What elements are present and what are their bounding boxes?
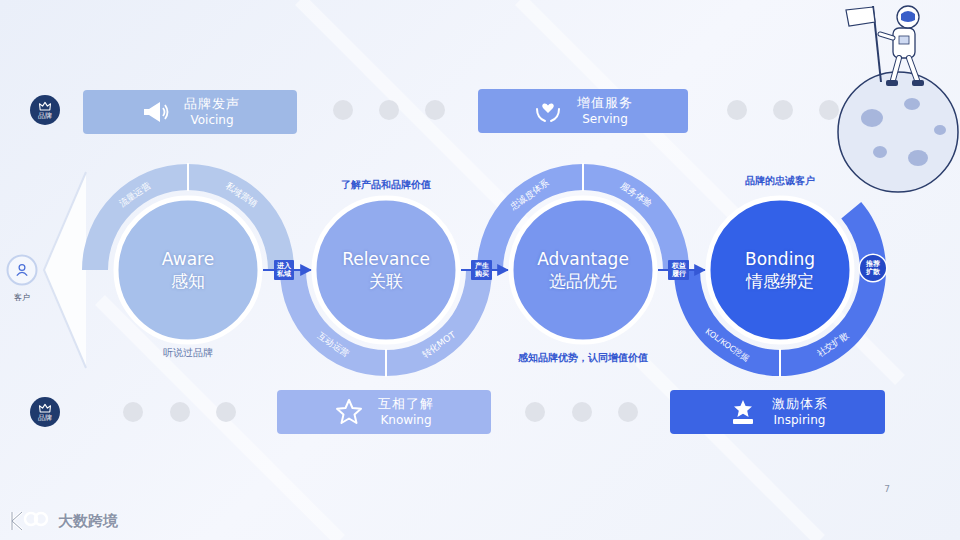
box-icon	[334, 397, 364, 427]
edge-label: 进入私域	[274, 260, 294, 280]
stage-name-zh: 感知	[171, 270, 205, 292]
stage-name-zh: 关联	[369, 270, 403, 292]
edge-label: 产生购买	[471, 260, 491, 280]
circle-outline	[705, 195, 855, 345]
box-text-column: 互相了解Knowing	[378, 396, 434, 427]
customer-icon: 客户	[6, 254, 38, 286]
stage-name-zh: 情感绑定	[746, 270, 814, 292]
box-title: 增值服务	[577, 95, 633, 111]
stage-note: 了解产品和品牌价值	[341, 178, 431, 192]
circle-outline	[113, 195, 263, 345]
box-title: 品牌发声	[184, 96, 240, 112]
journey-ring	[82, 163, 886, 377]
stage-box: 品牌发声Voicing	[83, 90, 297, 134]
circle-outline	[30, 397, 60, 427]
left-chevron	[44, 172, 86, 368]
box-icon	[728, 397, 758, 427]
astronaut-illustration	[838, 6, 958, 192]
circle-outline	[311, 195, 461, 345]
watermark-logo	[12, 512, 47, 530]
tab-text: 推荐扩散	[866, 260, 880, 276]
journey-circle: Bonding情感绑定	[705, 195, 855, 345]
journey-circle: Relevance关联	[311, 195, 461, 345]
box-subtitle: Voicing	[190, 113, 233, 128]
page-number: 7	[884, 484, 890, 494]
box-subtitle: Knowing	[380, 413, 431, 428]
crown-icon	[38, 403, 52, 414]
brand-badge: 品牌	[30, 95, 60, 125]
box-text-column: 增值服务Serving	[577, 95, 633, 126]
journey-circle: Aware感知	[113, 195, 263, 345]
stage-name-en: Relevance	[342, 248, 430, 270]
brand-badge: 品牌	[30, 397, 60, 427]
badge-text: 品牌	[38, 113, 52, 120]
box-title: 激励体系	[772, 396, 828, 412]
box-text-column: 品牌发声Voicing	[184, 96, 240, 127]
stage-name-en: Aware	[162, 248, 214, 270]
box-icon	[533, 96, 563, 126]
left-chevron-edge	[44, 172, 86, 368]
journey-circle: Advantage选品优先	[508, 195, 658, 345]
box-subtitle: Inspiring	[774, 413, 826, 428]
badge-text: 品牌	[38, 415, 52, 422]
stage-box: 激励体系Inspiring	[670, 390, 885, 434]
box-icon	[140, 97, 170, 127]
circle-outline	[508, 195, 658, 345]
circle-outline	[30, 95, 60, 125]
crown-icon	[38, 101, 52, 112]
customer-label: 客户	[14, 292, 30, 303]
box-subtitle: Serving	[582, 112, 628, 127]
box-text-column: 激励体系Inspiring	[772, 396, 828, 427]
stage-name-en: Bonding	[745, 248, 815, 270]
edge-label: 权益履行	[668, 260, 688, 280]
stage-box: 增值服务Serving	[478, 89, 688, 133]
referral-tab: 推荐扩散	[858, 253, 888, 283]
stage-note: 品牌的忠诚客户	[745, 174, 815, 188]
stage-box: 互相了解Knowing	[277, 390, 491, 434]
watermark: 大数跨境	[58, 512, 118, 531]
stage-name-en: Advantage	[537, 248, 629, 270]
box-title: 互相了解	[378, 396, 434, 412]
stage-note: 感知品牌优势，认同增值价值	[518, 351, 648, 365]
person-icon	[14, 262, 30, 278]
stage-note: 听说过品牌	[163, 346, 213, 360]
background-stripes	[100, 0, 900, 540]
stage-name-zh: 选品优先	[549, 270, 617, 292]
